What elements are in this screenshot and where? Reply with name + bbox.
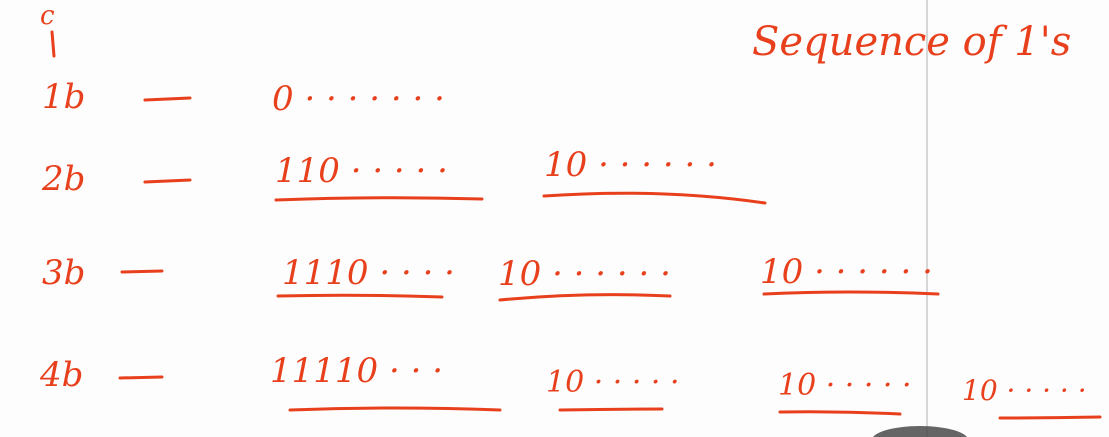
row-2-group-2: 10 · · · · · · (544, 145, 717, 185)
row-label-4: 4b (39, 355, 83, 395)
row-4-group-4: 10 · · · · · (962, 374, 1087, 407)
row-2-group-1: 110 · · · · · (275, 151, 448, 191)
row-4-group-1: 11110 · · · (270, 351, 443, 391)
row-4-group-3: 10 · · · · · (778, 368, 912, 403)
row-3-group-3: 10 · · · · · · (760, 252, 933, 292)
underline-row-3-group-2 (498, 293, 672, 302)
row-label-2: 2b (41, 159, 85, 199)
row-label-1: 1b (42, 77, 85, 117)
underline-row-4-group-3 (778, 410, 902, 416)
row-3-group-2: 10 · · · · · · (498, 254, 671, 294)
arrow-row-4 (118, 375, 164, 380)
heading-text: Sequence of 1's (752, 19, 1071, 65)
arrow-row-3 (120, 269, 164, 274)
underline-row-3-group-1 (276, 293, 444, 299)
arrow-row-1 (143, 96, 192, 102)
underline-row-4-group-2 (558, 407, 664, 412)
underline-row-4-group-4 (998, 415, 1102, 420)
down-stroke-mark (50, 30, 56, 58)
row-3-group-1: 1110 · · · · (282, 253, 455, 293)
underline-row-2-group-1 (274, 196, 484, 202)
underline-row-4-group-1 (288, 406, 502, 412)
row-label-3: 3b (42, 253, 85, 293)
pointer-cursor-icon (873, 426, 967, 437)
underline-row-3-group-3 (762, 290, 940, 296)
arrow-row-2 (143, 178, 192, 184)
row-4-group-2: 10 · · · · · (546, 365, 680, 400)
top-letter: c (40, 1, 55, 31)
underline-row-2-group-2 (542, 191, 767, 205)
row-1-group-1: 0 · · · · · · · (272, 79, 445, 119)
